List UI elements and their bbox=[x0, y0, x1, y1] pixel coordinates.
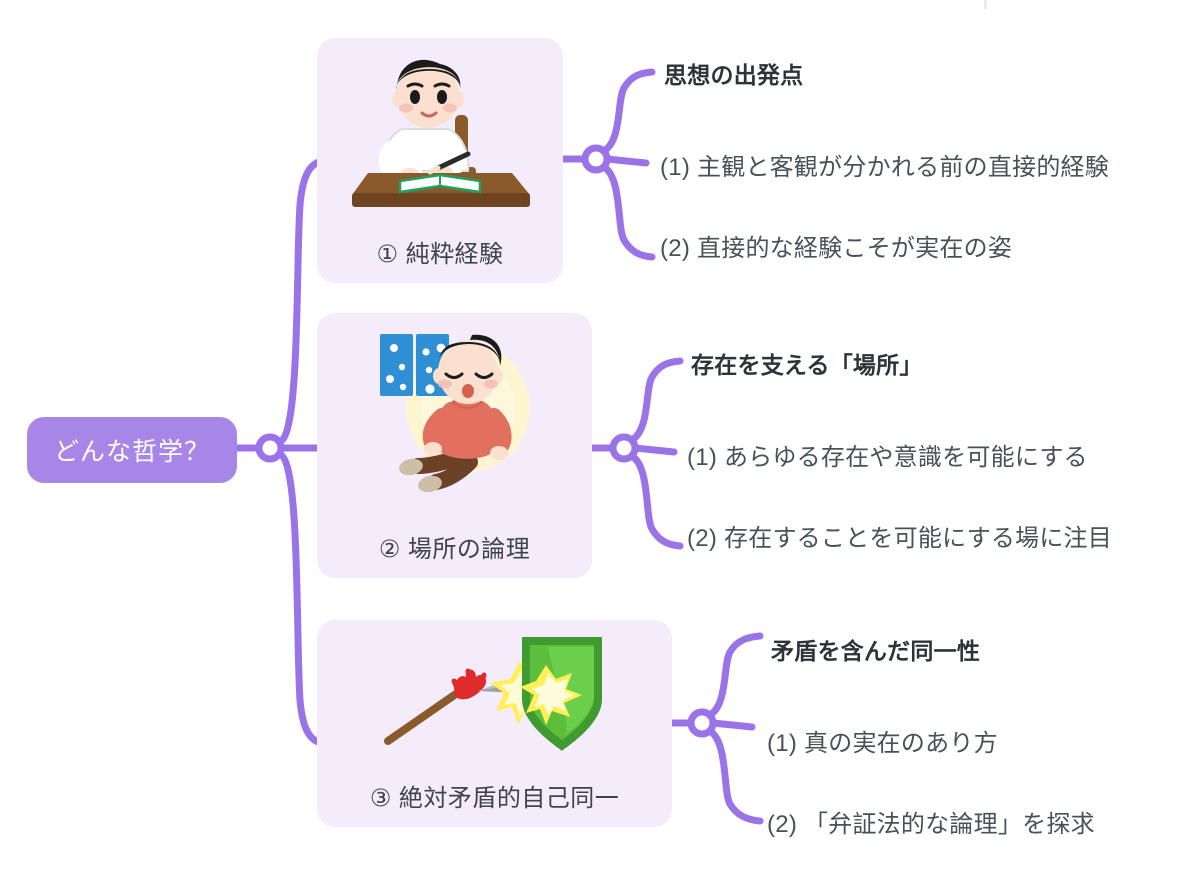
detail-3-heading: 矛盾を含んだ同一性 bbox=[771, 638, 981, 664]
card-3-illustration bbox=[317, 620, 672, 770]
connector-hub2-to-heading bbox=[628, 357, 684, 444]
connector-hub2-to-item2 bbox=[628, 452, 684, 550]
detail-2-item-2: (2) 存在することを可能にする場に注目 bbox=[687, 525, 1113, 552]
connector-hub3-to-item1 bbox=[709, 719, 756, 731]
detail-1-item-1: (1) 主観と客観が分かれる前の直接的経験 bbox=[660, 154, 1110, 181]
topic-card-2-label: ② 場所の論理 bbox=[378, 536, 531, 563]
card-2-illustration bbox=[317, 313, 592, 513]
hub-circle-root bbox=[255, 433, 285, 463]
connector-hub1-to-item1 bbox=[603, 155, 650, 167]
detail-2-heading: 存在を支える「場所」 bbox=[691, 352, 923, 378]
page-edge-artifact bbox=[984, 0, 987, 9]
topic-card-1[interactable]: ① 純粋経験 bbox=[317, 38, 563, 283]
root-node[interactable]: どんな哲学？ bbox=[27, 417, 237, 483]
connector-hub3-to-item2 bbox=[706, 727, 764, 825]
connector-hub3-to-heading bbox=[706, 632, 764, 719]
topic-card-2[interactable]: ② 場所の論理 bbox=[317, 313, 592, 578]
topic-card-1-label: ① 純粋経験 bbox=[376, 241, 504, 268]
connector-hub1-to-heading bbox=[600, 68, 656, 155]
topic-card-3[interactable]: ③ 絶対矛盾的自己同一 bbox=[317, 620, 672, 827]
connector-hub2-to-item1 bbox=[631, 444, 678, 456]
card-1-illustration bbox=[317, 38, 563, 223]
window-icon bbox=[380, 333, 449, 396]
root-node-label: どんな哲学？ bbox=[53, 438, 210, 466]
spear-striking-shield-icon bbox=[383, 637, 602, 751]
connector-hub1-to-item2 bbox=[600, 163, 656, 261]
detail-2-item-1: (1) あらゆる存在や意識を可能にする bbox=[687, 444, 1088, 471]
student-studying-at-desk-icon bbox=[352, 59, 530, 207]
detail-3-item-2: (2) 「弁証法的な論理」を探求 bbox=[767, 811, 1095, 838]
hub-circle-branch3 bbox=[687, 708, 717, 738]
detail-1-item-2: (2) 直接的な経験こそが実在の姿 bbox=[660, 235, 1013, 262]
detail-1-heading: 思想の出発点 bbox=[664, 62, 804, 88]
hub-circle-branch1 bbox=[581, 144, 611, 174]
detail-3-item-1: (1) 真の実在のあり方 bbox=[767, 730, 998, 757]
person-sitting-in-glowing-place-icon bbox=[380, 333, 530, 492]
hub-circle-branch2 bbox=[609, 433, 639, 463]
topic-card-3-label: ③ 絶対矛盾的自己同一 bbox=[369, 785, 620, 812]
